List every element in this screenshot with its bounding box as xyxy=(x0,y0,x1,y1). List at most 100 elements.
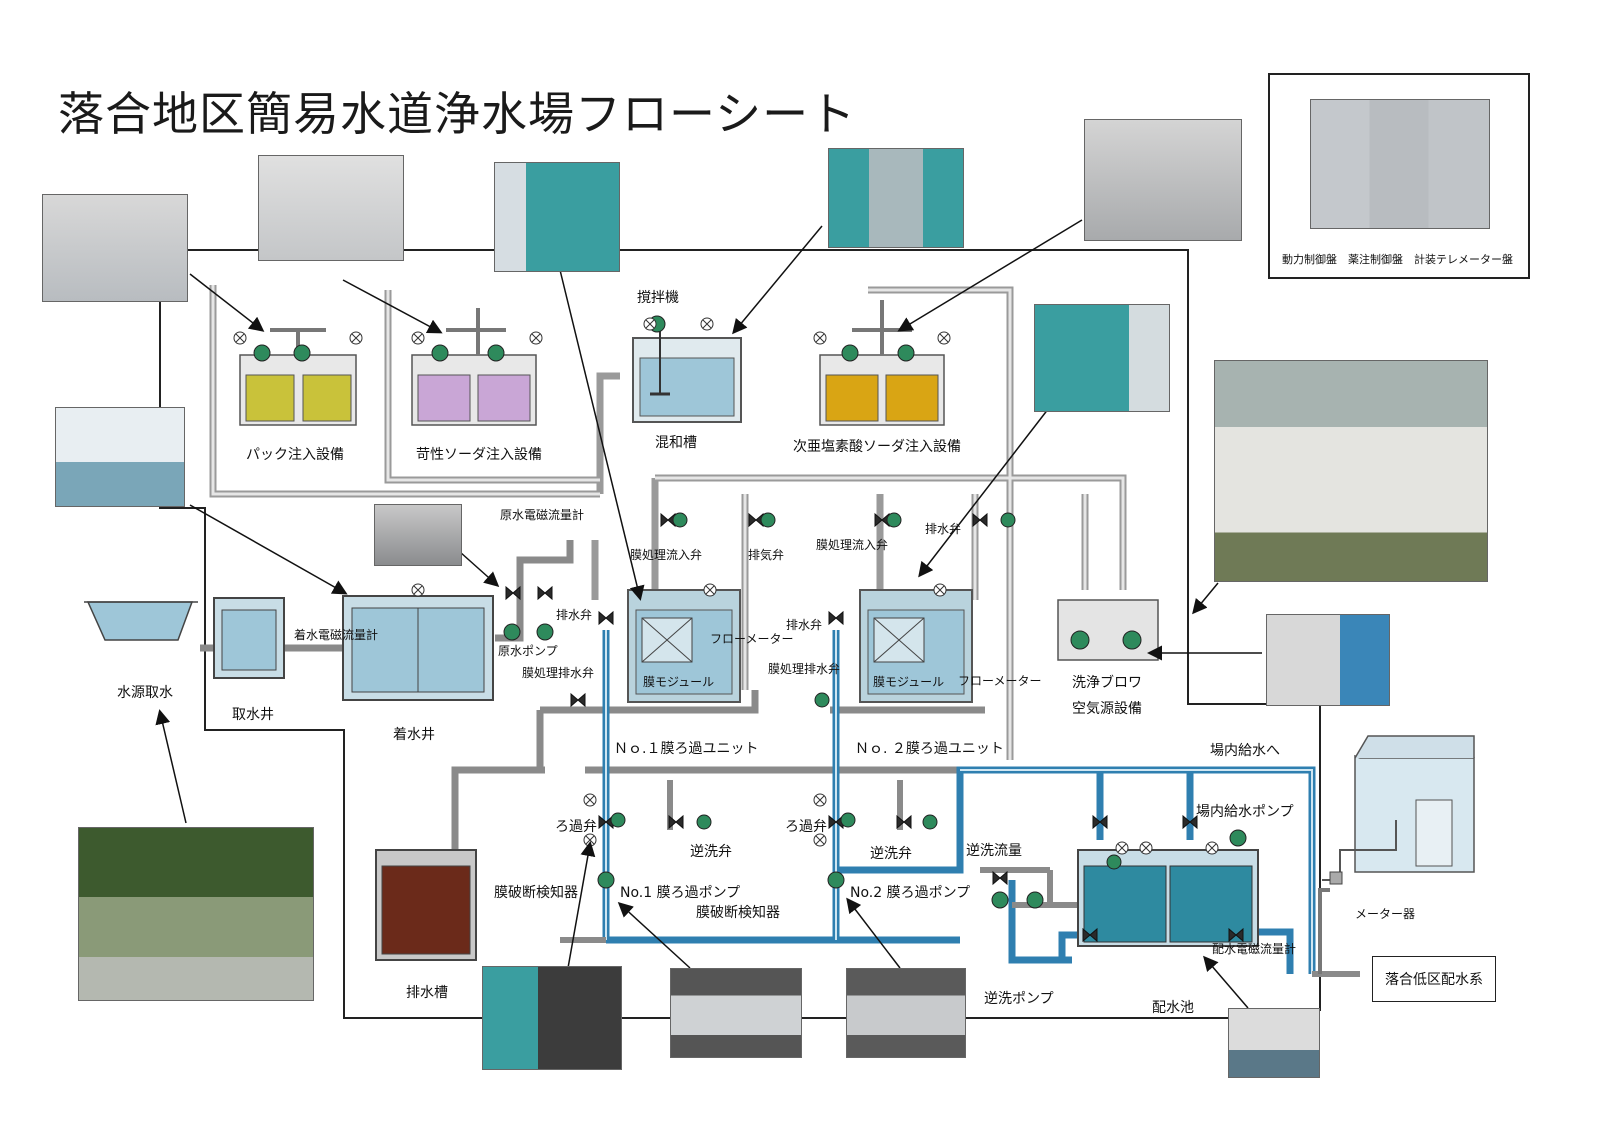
instrument-cross xyxy=(702,319,712,329)
pump-symbol xyxy=(597,871,615,889)
label-flow-meter-1: フローメーター xyxy=(710,632,794,646)
instrument-cross xyxy=(1207,843,1217,853)
instrument-cross xyxy=(705,585,715,595)
photo-mixing-tank xyxy=(494,162,620,272)
membrane-unit-2-shape xyxy=(859,589,973,703)
motor-symbol xyxy=(814,692,830,708)
valve-symbol xyxy=(992,870,1008,886)
instrument-cross xyxy=(935,585,945,595)
pump-symbol xyxy=(431,344,449,362)
label-raw-pump: 原水ポンプ xyxy=(498,644,558,658)
distribution-system-box: 落合低区配水系 xyxy=(1372,956,1496,1002)
valve-symbol xyxy=(537,585,553,601)
valve-symbol xyxy=(570,692,586,708)
label-blower: 洗浄ブロワ xyxy=(1072,675,1142,691)
valve-symbol xyxy=(828,610,844,626)
instrument-cross xyxy=(815,795,825,805)
motor-symbol xyxy=(840,812,856,828)
photo-treatment-building xyxy=(1214,360,1488,582)
label-drain-valve-2: 排水弁 xyxy=(786,618,823,632)
photo-water-source xyxy=(78,827,314,1001)
label-agitator: 撹拌機 xyxy=(637,290,679,306)
motor-symbol xyxy=(760,512,776,528)
pump-symbol xyxy=(536,623,554,641)
label-drain-valve-3: 排水弁 xyxy=(925,522,962,536)
motor-symbol xyxy=(672,512,688,528)
mixing-tank-shape xyxy=(632,326,742,423)
building-boundary xyxy=(159,249,1321,1019)
label-membrane-module-1: 膜モジュール xyxy=(643,675,715,689)
valve-symbol xyxy=(874,512,890,528)
instrument-cross xyxy=(585,795,595,805)
motor-symbol xyxy=(922,814,938,830)
pump-symbol xyxy=(991,891,1009,909)
pump-symbol xyxy=(253,344,271,362)
label-backwash-flow: 逆洗流量 xyxy=(966,843,1022,859)
photo-raw-pumps xyxy=(374,504,462,566)
valve-markers xyxy=(233,315,1247,943)
label-raw-flowmeter: 原水電磁流量計 xyxy=(500,508,585,522)
label-hypochlorite: 次亜塩素酸ソーダ注入設備 xyxy=(793,439,961,455)
label-unit-2: Ｎｏ. ２膜ろ過ユニット xyxy=(855,741,1004,757)
photo-distribution-flowmeter xyxy=(1228,1008,1320,1078)
label-mixing-tank: 混和槽 xyxy=(655,435,697,451)
motor-symbol xyxy=(1106,854,1122,870)
valve-symbol xyxy=(748,512,764,528)
air-source-shape xyxy=(1057,599,1159,661)
label-membrane-drain-valve-1: 膜処理排水弁 xyxy=(522,666,595,680)
label-distribution-flowmeter: 配水電磁流量計 xyxy=(1212,942,1297,956)
label-source-intake: 水源取水 xyxy=(117,685,173,701)
pump-symbol xyxy=(1026,891,1044,909)
label-membrane-inflow-valve-1: 膜処理流入弁 xyxy=(630,548,703,562)
valve-symbol xyxy=(1228,927,1244,943)
label-backwash-valve-2: 逆洗弁 xyxy=(870,846,912,862)
label-filter-valve-1: ろ過弁 xyxy=(555,819,597,835)
label-drain-tank: 排水槽 xyxy=(406,985,448,1001)
instrument-cross xyxy=(939,333,949,343)
instrument-cross xyxy=(815,835,825,845)
photo-air-source xyxy=(1266,614,1390,706)
label-filter-valve-2: ろ過弁 xyxy=(785,819,827,835)
intake-well-tank xyxy=(213,597,285,679)
label-air-source: 空気源設備 xyxy=(1072,701,1142,717)
hypochlorite-tanks xyxy=(819,300,945,426)
instrument-cross xyxy=(1117,843,1127,853)
label-air-vent-valve: 排気弁 xyxy=(748,548,785,562)
instrument-cross xyxy=(645,319,655,329)
label-membrane-module-2: 膜モジュール xyxy=(873,675,945,689)
label-pump-1: No.1 膜ろ過ポンプ xyxy=(620,885,741,901)
pump-symbol xyxy=(1229,829,1247,847)
valve-symbol xyxy=(972,512,988,528)
label-unit-1: Ｎｏ.１膜ろ過ユニット xyxy=(614,741,759,757)
source-intake-basin xyxy=(84,601,198,641)
instrument-cross xyxy=(413,585,423,595)
page-title: 落合地区簡易水道浄水場フローシート xyxy=(58,87,857,141)
label-flow-meter-2: フローメーター xyxy=(958,674,1042,688)
label-backwash-valve-1: 逆洗弁 xyxy=(690,844,732,860)
label-receiving-well: 着水井 xyxy=(393,727,435,743)
label-breakage-detector-1: 膜破断検知器 xyxy=(494,885,578,901)
label-pump-2: No.2 膜ろ過ポンプ xyxy=(850,885,971,901)
photo-naoh-pumps xyxy=(258,155,404,261)
drain-tank-shape xyxy=(375,849,477,961)
label-pac: パック注入設備 xyxy=(246,447,344,463)
photo-filter-pump-1 xyxy=(670,968,802,1058)
label-breakage-detector-2: 膜破断検知器 xyxy=(696,905,780,921)
meter-house xyxy=(1318,735,1475,974)
label-meter: メーター器 xyxy=(1355,907,1416,921)
photo-intake-pipes xyxy=(55,407,185,507)
valve-symbol xyxy=(896,814,912,830)
valve-symbol xyxy=(505,585,521,601)
instrument-cross xyxy=(413,333,423,343)
pump-symbol xyxy=(293,344,311,362)
label-onsite-supply: 場内給水へ xyxy=(1210,743,1280,759)
pump-symbol xyxy=(897,344,915,362)
instrument-cross xyxy=(1141,843,1151,853)
instrument-cross xyxy=(235,333,245,343)
receiving-well-tank xyxy=(342,595,494,701)
instrument-cross xyxy=(531,333,541,343)
control-panel-box: 動力制御盤 薬注制御盤 計装テレメーター盤 xyxy=(1268,73,1530,279)
motor-symbol xyxy=(696,814,712,830)
valve-symbol xyxy=(598,610,614,626)
